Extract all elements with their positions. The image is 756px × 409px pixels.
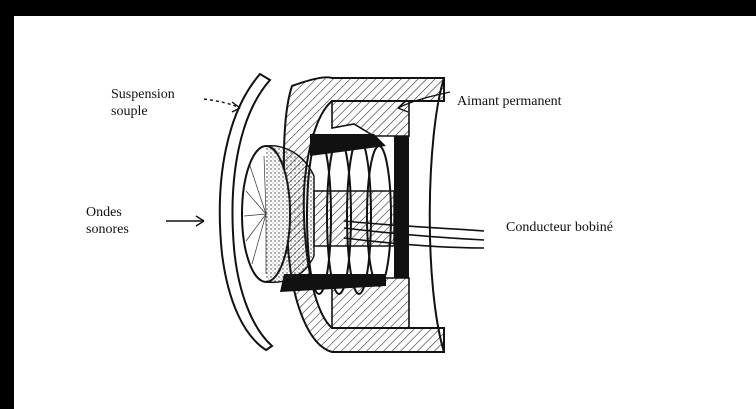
label-ondes-sonores: Ondes sonores: [86, 204, 129, 238]
label-conducteur-bobine: Conducteur bobiné: [506, 219, 613, 236]
label-suspension-souple: Suspension souple: [111, 86, 175, 120]
diagram-frame: Suspension souple Ondes sonores Aimant p…: [14, 16, 756, 409]
label-aimant-permanent: Aimant permanent: [457, 93, 562, 110]
diaphragm: [242, 146, 314, 283]
